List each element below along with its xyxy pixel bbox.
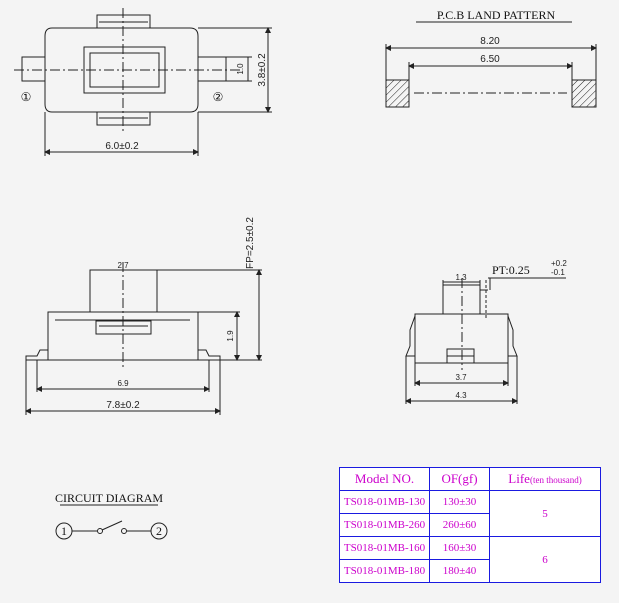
row-of: 180±40 [429, 559, 490, 583]
lead-left [21, 56, 46, 82]
switch-lever [101, 520, 123, 531]
spec-table: Model NO. OF(gf) Life(ten thousand) TS01… [339, 467, 601, 583]
side-body [47, 311, 199, 361]
pt-tol-minus: -0.1 [551, 268, 565, 277]
end-clip-left [405, 315, 416, 357]
row-model: TS018-01MB-160 [339, 536, 430, 560]
circuit-diagram [55, 520, 168, 540]
side-view [25, 262, 262, 415]
pcb-inner-dim: 6.50 [480, 54, 500, 65]
top-pin2-label: ② [213, 90, 224, 104]
circuit-pin1-label: 1 [61, 524, 67, 538]
end-clip-right [507, 315, 518, 357]
top-view [14, 8, 272, 156]
table-row: TS018-01MB-130 130±30 5 [339, 490, 601, 537]
row-model: TS018-01MB-130 [339, 490, 430, 514]
pcb-pad-left [385, 79, 410, 108]
lead-width-dim: 1.0 [236, 63, 245, 75]
side-actuator [95, 320, 152, 335]
lead-right [197, 56, 227, 82]
pt-label: PT:0.25 [492, 263, 530, 277]
life-group: 6 [489, 536, 601, 583]
spec-header-row: Model NO. OF(gf) Life(ten thousand) [339, 467, 601, 491]
row-of: 260±60 [429, 513, 490, 537]
end-view [405, 277, 566, 404]
end-plunger-dim: 1.3 [455, 273, 467, 282]
pt-tol-plus: +0.2 [551, 259, 567, 268]
header-life-label: Life [508, 471, 530, 486]
pcb-pad-right [571, 79, 597, 108]
fp-dim: FP=2.5±0.2 [245, 217, 256, 269]
table-row: TS018-01MB-180 180±40 [339, 559, 601, 583]
life-group: 5 [489, 490, 601, 537]
header-life-unit: (ten thousand) [529, 475, 582, 485]
switch-contact-right [121, 528, 127, 534]
top-body [44, 27, 199, 113]
table-row: TS018-01MB-160 160±30 6 [339, 536, 601, 583]
circuit-pin2-circle [150, 522, 168, 540]
switch-contact-left [97, 528, 103, 534]
header-of: OF(gf) [429, 467, 490, 491]
pcb-land-pattern [385, 44, 597, 108]
row-model: TS018-01MB-260 [339, 513, 430, 537]
body-width-dim: 6.9 [117, 379, 129, 388]
side-lead-left [25, 349, 48, 361]
row-of: 130±30 [429, 490, 490, 514]
circuit-title: CIRCUIT DIAGRAM [55, 491, 163, 505]
top-pin1-label: ① [21, 90, 32, 104]
end-inner-dim: 3.7 [455, 373, 467, 382]
pcb-outer-dim: 8.20 [480, 36, 500, 47]
table-row: TS018-01MB-260 260±60 [339, 513, 601, 537]
circuit-pin2-label: 2 [156, 524, 162, 538]
body-height-dim: 1.9 [226, 330, 235, 342]
side-lead-right [198, 349, 221, 361]
header-model: Model NO. [339, 467, 430, 491]
height-dim: 3.8±0.2 [257, 53, 268, 87]
end-outer-dim: 4.3 [455, 391, 467, 400]
overall-width-dim: 7.8±0.2 [106, 400, 140, 411]
row-model: TS018-01MB-180 [339, 559, 430, 583]
row-of: 160±30 [429, 536, 490, 560]
pcb-title: P.C.B LAND PATTERN [437, 8, 556, 22]
plunger-width-dim: 2.7 [117, 261, 129, 270]
header-life: Life(ten thousand) [489, 467, 601, 491]
width-dim: 6.0±0.2 [105, 141, 139, 152]
